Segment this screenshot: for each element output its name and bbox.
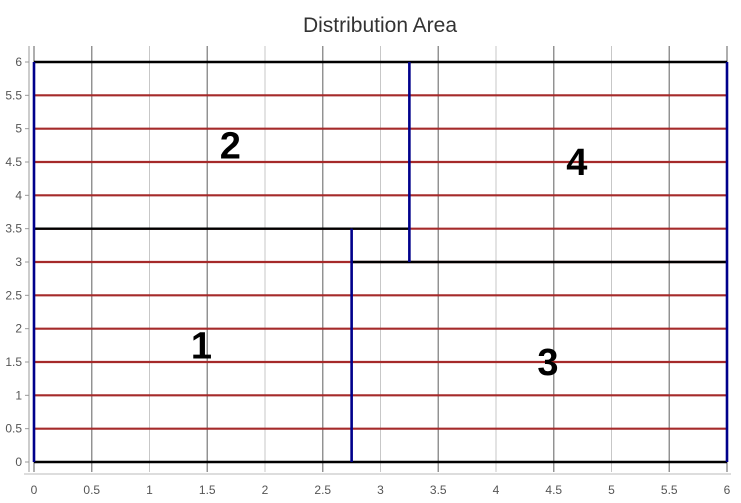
region-label-1: 1: [191, 325, 212, 367]
x-tick-label: 1.5: [199, 483, 216, 497]
y-tick-label: 4: [15, 188, 22, 202]
x-tick-label: 0.5: [83, 483, 100, 497]
divider-lines: [32, 62, 729, 462]
x-tick-label: 1: [146, 483, 153, 497]
region-label-4: 4: [566, 142, 587, 184]
y-tick-label: 3: [15, 255, 22, 269]
y-tick-label: 0: [15, 455, 22, 469]
x-tick-label: 4.5: [545, 483, 562, 497]
x-tick-label: 6: [724, 483, 731, 497]
y-tick-label: 2: [15, 322, 22, 336]
y-tick-label: 4.5: [5, 155, 22, 169]
y-tick-label: 0.5: [5, 422, 22, 436]
x-tick-label: 3: [377, 483, 384, 497]
y-tick-label: 5: [15, 122, 22, 136]
gridlines: [33, 46, 728, 472]
region-label-2: 2: [220, 125, 241, 167]
y-tick-label: 1.5: [5, 355, 22, 369]
x-tick-label: 4: [493, 483, 500, 497]
y-tick-label: 2.5: [5, 288, 22, 302]
y-tick-label: 1: [15, 388, 22, 402]
boundary-lines: [34, 60, 727, 464]
x-tick-label: 2.5: [314, 483, 331, 497]
tick-labels: 0 0.5 1 1.5 2 2.5 3 3.5 4 4.5 5 5.5 6 0 0.5 1 1.5 2 2.5 3 3.…: [5, 55, 730, 497]
chart-title: Distribution Area: [303, 14, 457, 37]
x-tick-label: 5: [608, 483, 615, 497]
x-tick-label: 5.5: [661, 483, 678, 497]
y-tick-label: 3.5: [5, 222, 22, 236]
axes: [24, 46, 731, 475]
y-tick-label: 6: [15, 55, 22, 69]
region-labels: 1 2 3 4: [191, 125, 588, 384]
x-tick-label: 2: [262, 483, 269, 497]
y-tick-label: 5.5: [5, 88, 22, 102]
region-label-3: 3: [537, 342, 558, 384]
x-tick-label: 3.5: [430, 483, 447, 497]
x-tick-label: 0: [31, 483, 38, 497]
